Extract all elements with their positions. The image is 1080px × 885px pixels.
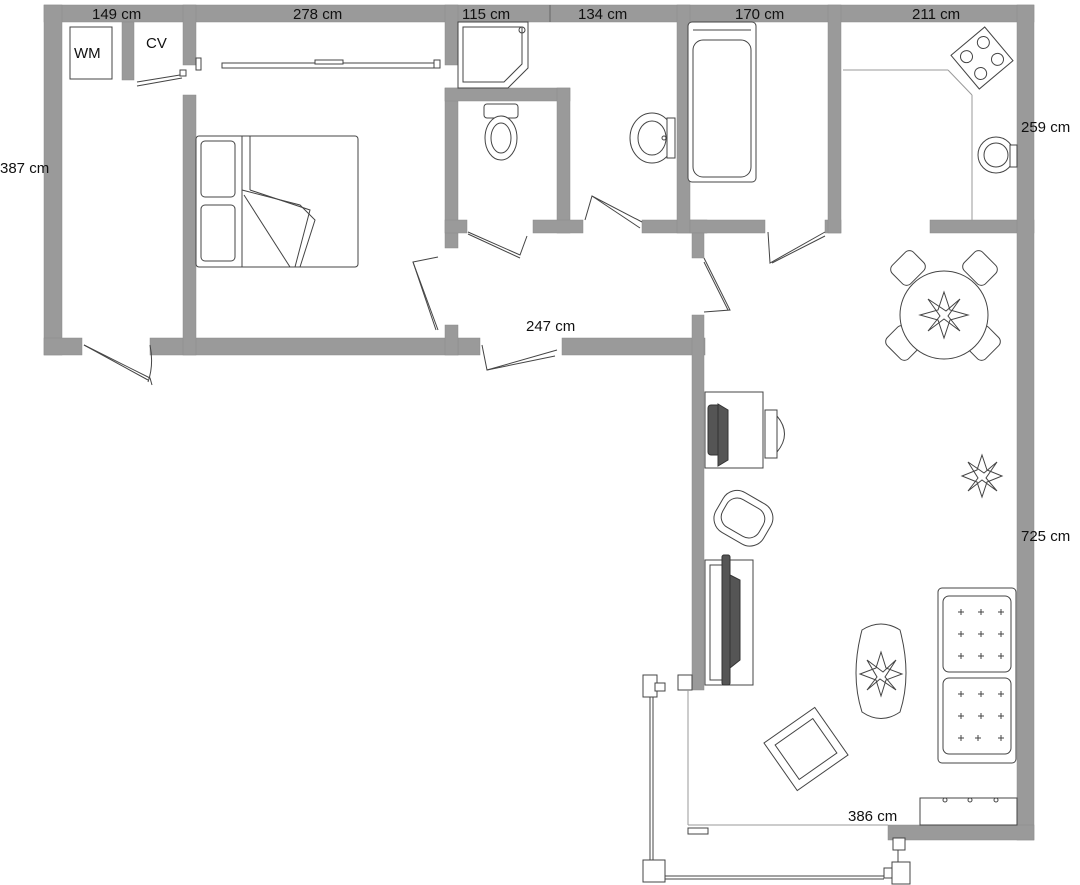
- dim-living-height: 725 cm: [1021, 528, 1070, 545]
- dim-shower-width: 115 cm: [462, 6, 510, 23]
- double-bed: [195, 135, 359, 268]
- dim-hall-width: 247 cm: [526, 318, 575, 335]
- bedroom: [195, 57, 441, 268]
- bathroom: [457, 21, 757, 183]
- storage-room: WM CV: [69, 26, 167, 80]
- dim-living-bottom: 386 cm: [848, 808, 897, 825]
- floor-plant: [960, 453, 1004, 499]
- centerpiece-plant: [918, 290, 970, 340]
- pillow: [200, 140, 236, 198]
- dim-left-height: 387 cm: [0, 160, 49, 177]
- tv-cabinet: [704, 554, 754, 686]
- pillow: [200, 204, 236, 262]
- corner-shower: [457, 21, 529, 89]
- cv-label: CV: [146, 35, 167, 52]
- armchair: [713, 489, 774, 547]
- coffee-table: [855, 623, 907, 719]
- walls: [43, 4, 1035, 841]
- toilet: [483, 103, 519, 161]
- dim-storage-width: 149 cm: [92, 6, 141, 23]
- living-room: [704, 250, 1018, 826]
- dim-bedroom-width: 278 cm: [293, 6, 342, 23]
- dim-kitchen-width: 211 cm: [912, 6, 960, 23]
- dimension-labels: 149 cm 278 cm 115 cm 134 cm 170 cm 211 c…: [0, 6, 1070, 825]
- stove: [950, 26, 1014, 90]
- balcony: [642, 674, 911, 885]
- desk: [704, 391, 785, 469]
- bathroom-sink: [629, 112, 676, 164]
- kitchen: [950, 26, 1018, 174]
- washing-machine-label: WM: [74, 45, 101, 62]
- lounge-chair: [763, 706, 849, 792]
- dining-table: [885, 250, 1001, 361]
- kitchen-sink: [977, 136, 1018, 174]
- dim-tubroom-width: 170 cm: [735, 6, 784, 23]
- doors: [83, 69, 826, 386]
- dim-bathroom-width: 134 cm: [578, 6, 627, 23]
- dim-kitchen-height: 259 cm: [1021, 119, 1070, 136]
- sofa: [937, 587, 1017, 764]
- sideboard: [919, 797, 1018, 826]
- bathtub: [687, 21, 757, 183]
